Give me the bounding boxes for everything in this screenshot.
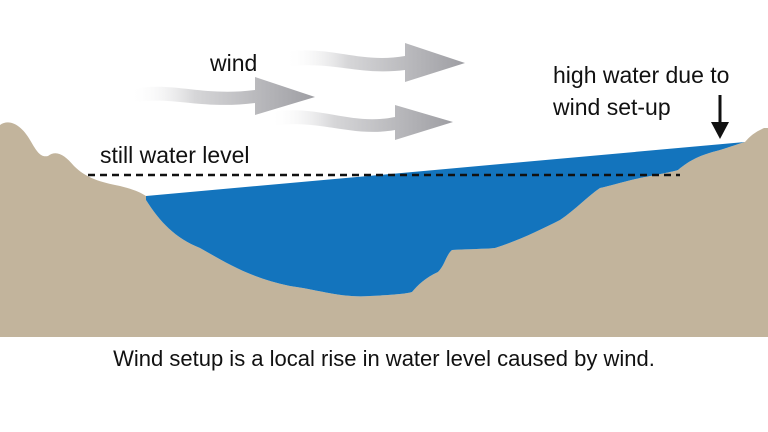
terrain bbox=[0, 122, 768, 337]
caption: Wind setup is a local rise in water leve… bbox=[113, 346, 655, 371]
still-water-level-label: still water level bbox=[100, 142, 250, 168]
high-water-label-line1: high water due to bbox=[553, 62, 730, 88]
high-water-label: high water due to wind set-up bbox=[553, 59, 729, 123]
down-arrow-icon bbox=[711, 95, 729, 139]
wind-arrow-bottom-right bbox=[270, 105, 453, 140]
wind-arrow-top-right bbox=[285, 43, 465, 82]
water-body bbox=[146, 142, 745, 297]
high-water-label-line2: wind set-up bbox=[553, 94, 671, 120]
wind-arrow-top-left bbox=[130, 77, 315, 115]
wind-label: wind bbox=[210, 50, 258, 76]
